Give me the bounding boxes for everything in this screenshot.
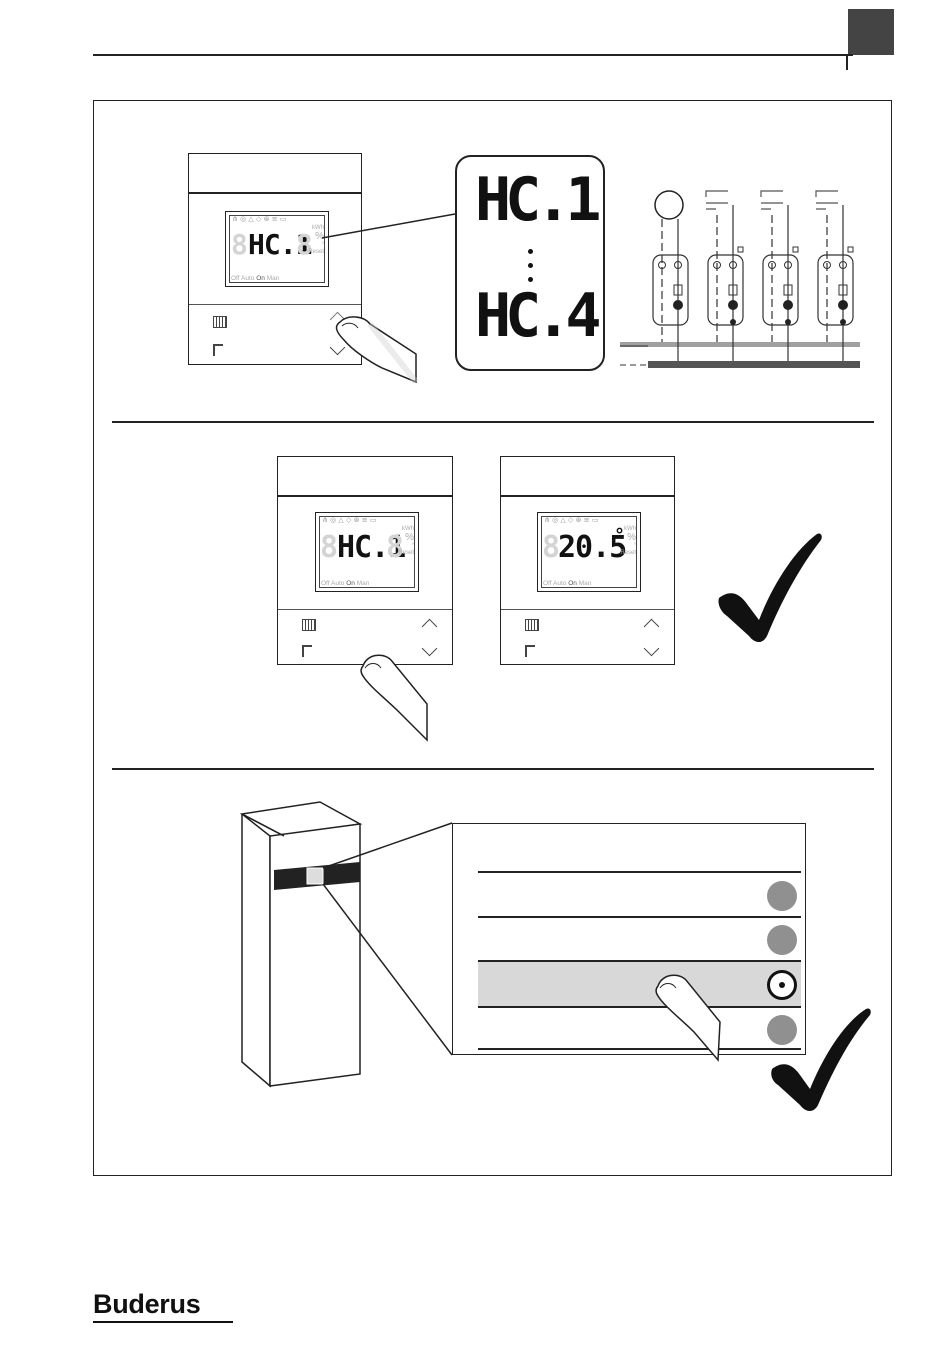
heating-circuits-schematic bbox=[620, 185, 865, 370]
unit-labels: kWh % ° Reset bbox=[398, 526, 414, 557]
tap-icon[interactable] bbox=[302, 645, 312, 657]
ellipsis-dot bbox=[528, 249, 533, 254]
checkmark-icon bbox=[768, 1003, 873, 1111]
header-rule bbox=[93, 54, 853, 56]
status-icons: ⋔ ◎ △ ◇ ⊛ ≡ ▭ bbox=[232, 215, 286, 223]
chevron-up-icon[interactable] bbox=[422, 619, 438, 635]
finger-press-up bbox=[330, 310, 430, 390]
mode-labels: Off Auto On Man bbox=[231, 275, 279, 282]
finger-select-option bbox=[650, 970, 730, 1065]
menu-rule bbox=[478, 1006, 801, 1008]
section-divider bbox=[112, 768, 874, 770]
ghost-digit: 8 bbox=[231, 228, 248, 261]
lcd-display: ⋔ ◎ △ ◇ ⊛ ≡ ▭ 8 20.5 ° kWh % ° Reset Off… bbox=[537, 512, 641, 592]
ellipsis-dot bbox=[528, 263, 533, 268]
room-controller-step2-before: ⋔ ◎ △ ◇ ⊛ ≡ ▭ 8 HC.1 8 kWh % ° Reset Off… bbox=[277, 456, 453, 665]
radio-option-3-selected[interactable] bbox=[767, 970, 797, 1000]
section-divider bbox=[112, 421, 874, 423]
menu-row-selected[interactable] bbox=[478, 962, 801, 1006]
zoom-callout: HC.1 HC.4 bbox=[455, 155, 605, 371]
chevron-down-icon[interactable] bbox=[644, 641, 660, 657]
radiator-icon[interactable] bbox=[525, 619, 539, 631]
radio-option-2[interactable] bbox=[767, 925, 797, 955]
radio-option-1[interactable] bbox=[767, 881, 797, 911]
chapter-tab-marker bbox=[848, 9, 894, 55]
logo-underline bbox=[93, 1321, 233, 1323]
status-icons: ⋔ ◎ △ ◇ ⊛ ≡ ▭ bbox=[322, 516, 376, 524]
menu-rule bbox=[478, 960, 801, 962]
status-icons: ⋔ ◎ △ ◇ ⊛ ≡ ▭ bbox=[544, 516, 598, 524]
menu-callout bbox=[452, 823, 806, 1055]
header-tick bbox=[846, 54, 848, 70]
finger-press-confirm bbox=[355, 650, 435, 745]
lcd-display: ⋔ ◎ △ ◇ ⊛ ≡ ▭ 8 HC.1 8 kWh % ° Reset Off… bbox=[315, 512, 419, 592]
checkmark-icon bbox=[715, 528, 825, 643]
unit-labels: kWh % ° Reset bbox=[620, 526, 636, 557]
menu-rule bbox=[478, 1048, 801, 1050]
unit-labels: kWh % ° Reset bbox=[308, 225, 324, 256]
mode-labels: Off Auto On Man bbox=[321, 580, 369, 587]
tap-icon[interactable] bbox=[213, 344, 223, 356]
radiator-icon[interactable] bbox=[213, 316, 227, 328]
chevron-up-icon[interactable] bbox=[644, 619, 660, 635]
heat-pump-unit bbox=[240, 800, 365, 1090]
radiator-icon[interactable] bbox=[302, 619, 316, 631]
zoom-last-circuit: HC.4 bbox=[475, 281, 596, 351]
lcd-display: ⋔ ◎ △ ◇ ⊛ ≡ ▭ 8 HC.1 8 kWh % ° Reset Off… bbox=[225, 211, 329, 287]
brand-logo: Buderus bbox=[93, 1289, 200, 1320]
menu-rule bbox=[478, 871, 801, 873]
room-controller-step2-after: ⋔ ◎ △ ◇ ⊛ ≡ ▭ 8 20.5 ° kWh % ° Reset Off… bbox=[500, 456, 675, 665]
ghost-digit: 8 bbox=[320, 530, 338, 565]
zoom-first-circuit: HC.1 bbox=[475, 165, 596, 235]
tap-icon[interactable] bbox=[525, 645, 535, 657]
mode-labels: Off Auto On Man bbox=[543, 580, 591, 587]
menu-rule bbox=[478, 916, 801, 918]
